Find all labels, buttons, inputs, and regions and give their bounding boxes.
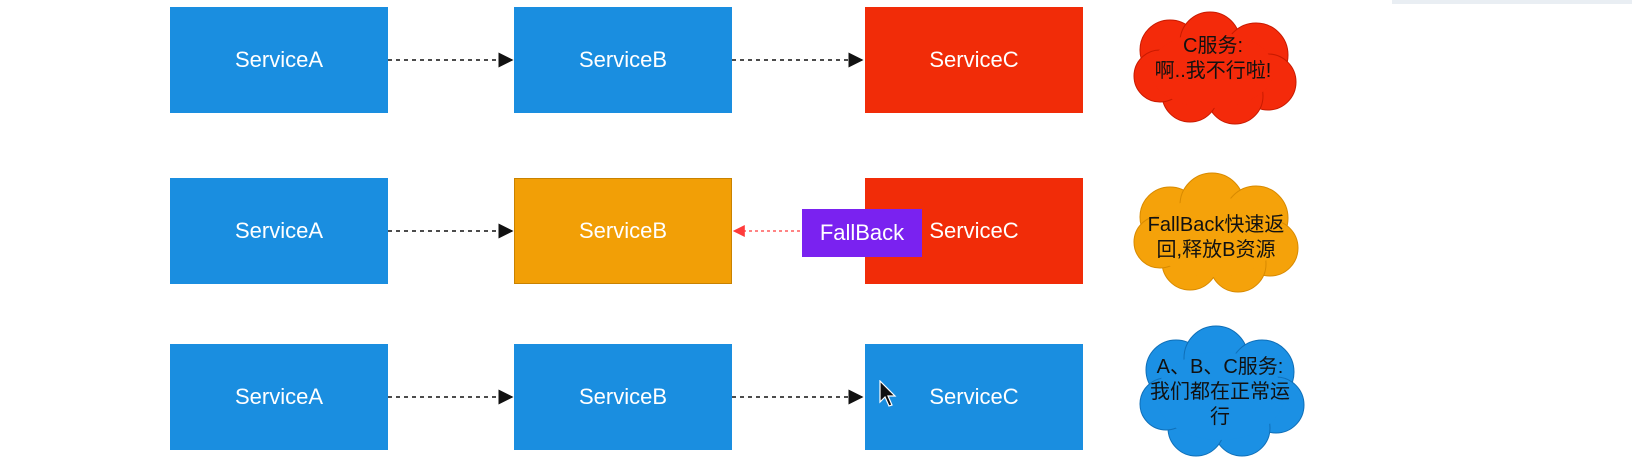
cloud-note-line: C服务: (1183, 35, 1243, 57)
cloud-note-row3: A、B、C服务: 我们都在正常运 行 (1132, 355, 1308, 430)
cloud-note-line: 行 (1210, 406, 1230, 428)
service-a-label: ServiceA (234, 47, 324, 72)
service-b-label: ServiceB (578, 47, 668, 72)
service-b-box-row2: ServiceB (514, 178, 732, 284)
cloud-note-line: 啊..我不行啦! (1154, 60, 1272, 82)
service-b-label: ServiceB (578, 384, 668, 409)
service-a-label: ServiceA (234, 384, 324, 409)
fallback-label: FallBack (802, 209, 922, 257)
service-c-box-row1: ServiceC (865, 7, 1083, 113)
cloud-red (1133, 11, 1297, 125)
service-c-label: ServiceC (929, 384, 1019, 409)
cloud-note-row1: C服务: 啊..我不行啦! (1128, 34, 1298, 84)
service-b-box-row3: ServiceB (514, 344, 732, 450)
cloud-note-line: A、B、C服务: (1156, 356, 1284, 378)
service-a-box-row2: ServiceA (170, 178, 388, 284)
top-edge-line (1392, 0, 1632, 4)
service-a-label: ServiceA (234, 218, 324, 243)
mouse-cursor-icon (879, 380, 897, 407)
service-a-box-row1: ServiceA (170, 7, 388, 113)
service-c-box-row3: ServiceC (865, 344, 1083, 450)
cloud-blue (1139, 325, 1305, 457)
service-c-label: ServiceC (929, 47, 1019, 72)
cloud-note-row2: FallBack快速返 回,释放B资源 (1128, 213, 1304, 263)
service-a-box-row3: ServiceA (170, 344, 388, 450)
cloud-orange (1133, 172, 1299, 293)
cloud-note-line: 回,释放B资源 (1156, 239, 1276, 261)
cloud-note-line: FallBack快速返 (1147, 214, 1285, 236)
cloud-note-line: 我们都在正常运 (1150, 381, 1290, 403)
service-b-box-row1: ServiceB (514, 7, 732, 113)
service-b-label: ServiceB (578, 218, 668, 243)
service-c-label: ServiceC (929, 218, 1019, 243)
